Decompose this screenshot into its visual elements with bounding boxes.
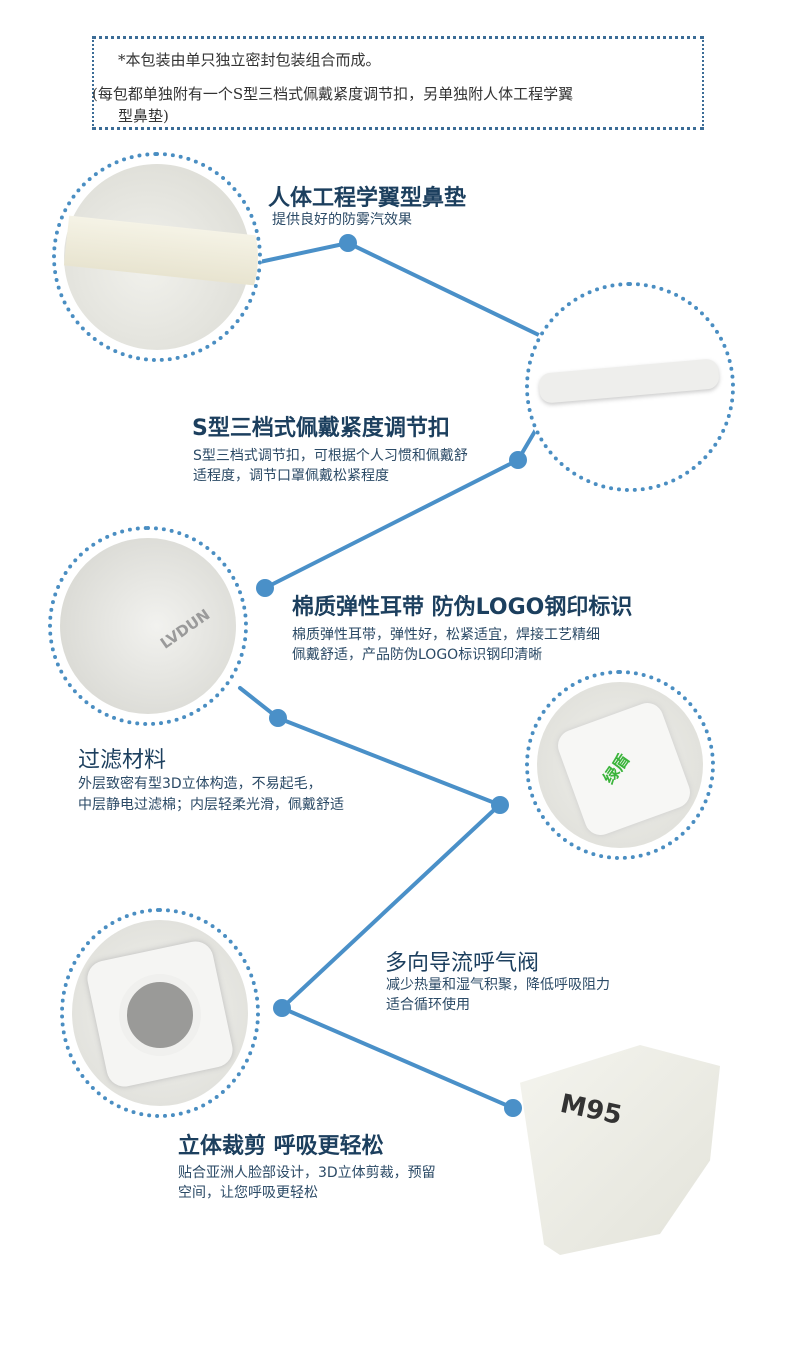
node-dot — [491, 796, 509, 814]
package-notice: *本包装由单只独立密封包装组合而成。 (每包都单独附有一个S型三档式佩戴紧度调节… — [92, 36, 704, 130]
notice-line-1: *本包装由单只独立密封包装组合而成。 — [118, 51, 381, 69]
s-buckle-image — [525, 282, 735, 492]
node-dot — [509, 451, 527, 469]
feature-title-valve: 多向导流呼气阀 — [385, 951, 540, 976]
feature-desc-nose-pad: 提供良好的防雾汽效果 — [272, 212, 412, 228]
notice-line-3: 型鼻垫) — [118, 107, 169, 125]
feature-desc-3d-cut-2: 空间，让您呼吸更轻松 — [178, 1185, 318, 1201]
feature-desc-filter-1: 外层致密有型3D立体构造，不易起毛， — [78, 776, 322, 792]
node-dot — [339, 234, 357, 252]
feature-desc-s-buckle-1: S型三档式调节扣，可根据个人习惯和佩戴舒 — [193, 448, 468, 464]
feature-desc-s-buckle-2: 适程度，调节口罩佩戴松紧程度 — [193, 468, 389, 484]
valve-cover-image: 绿盾 — [525, 670, 715, 860]
feature-title-filter: 过滤材料 — [78, 748, 167, 773]
feature-title-nose-pad: 人体工程学翼型鼻垫 — [268, 186, 467, 211]
feature-desc-valve-1: 减少热量和湿气积聚，降低呼吸阻力 — [386, 977, 610, 993]
feature-desc-filter-2: 中层静电过滤棉；内层轻柔光滑，佩戴舒适 — [78, 797, 344, 813]
feature-title-ear-loop: 棉质弹性耳带 防伪LOGO钢印标识 — [292, 595, 633, 620]
node-dot — [273, 999, 291, 1017]
node-dot — [256, 579, 274, 597]
feature-title-3d-cut: 立体裁剪 呼吸更轻松 — [178, 1134, 384, 1159]
node-dot — [504, 1099, 522, 1117]
valve-inner-image — [60, 908, 260, 1118]
nose-pad-image — [52, 152, 262, 362]
feature-desc-ear-loop-2: 佩戴舒适，产品防伪LOGO标识钢印清晰 — [292, 647, 543, 663]
m95-text: M95 — [557, 1088, 625, 1132]
node-dot — [269, 709, 287, 727]
notice-line-2: (每包都单独附有一个S型三档式佩戴紧度调节扣，另单独附人体工程学翼 — [92, 85, 574, 103]
feature-desc-ear-loop-1: 棉质弹性耳带，弹性好，松紧适宜，焊接工艺精细 — [292, 627, 600, 643]
feature-desc-3d-cut-1: 贴合亚洲人脸部设计，3D立体剪裁，预留 — [178, 1165, 436, 1181]
feature-title-s-buckle: S型三档式佩戴紧度调节扣 — [192, 416, 450, 441]
feature-desc-valve-2: 适合循环使用 — [386, 997, 470, 1013]
ear-loop-logo-image: LVDUN — [48, 526, 248, 726]
